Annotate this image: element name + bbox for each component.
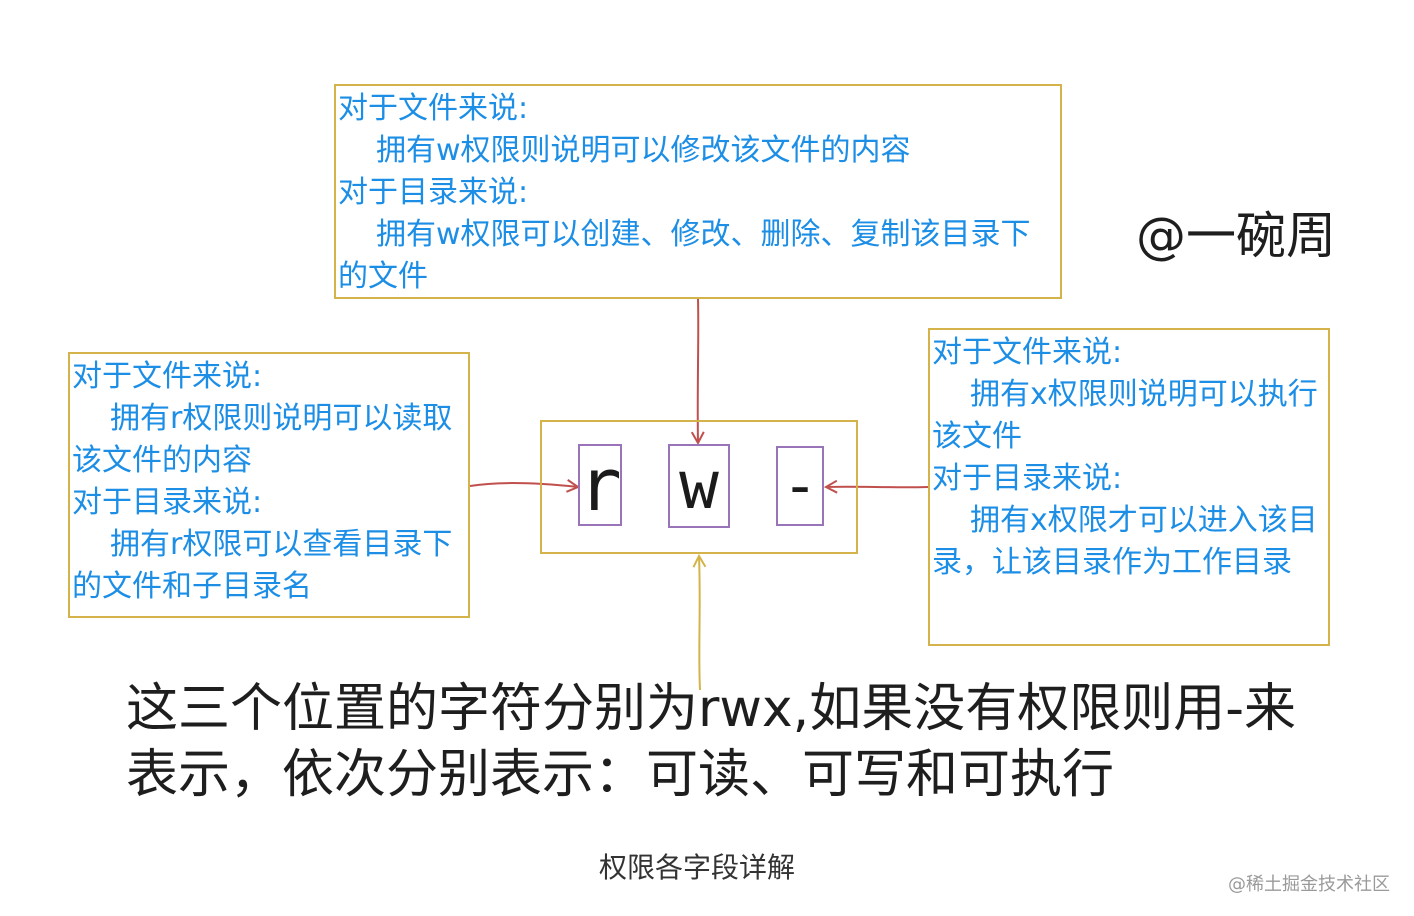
write-permission-note: 对于文件来说: 拥有w权限则说明可以修改该文件的内容 对于目录来说: 拥有w权限… [334,84,1062,299]
figure-caption: 权限各字段详解 [598,851,795,884]
write-dir-heading: 对于目录来说: [338,175,529,210]
permission-explanation-text: 这三个位置的字符分别为rwx,如果没有权限则用-来表示，依次分别表示：可读、可写… [126,679,1296,805]
arrow-caption-to-permissions [699,556,700,691]
author-label: @一碗周 [1136,207,1336,265]
execute-permission-note: 对于文件来说: 拥有x权限则说明可以执行该文件 对于目录来说: 拥有x权限才可以… [928,328,1330,646]
write-file-text: 拥有w权限则说明可以修改该文件的内容 [376,133,911,168]
execute-file-text: 拥有x权限则说明可以执行该文件 [932,377,1318,454]
watermark: @稀土掘金技术社区 [1228,874,1390,895]
write-dir-text: 拥有w权限可以创建、修改、删除、复制该目录下的文件 [338,217,1031,294]
write-file-heading: 对于文件来说: [338,91,529,126]
arrow-execute-note-to-dash [826,487,929,488]
execute-permission-cell: - [776,446,824,526]
read-dir-heading: 对于目录来说: [72,485,263,520]
arrow-write-note-to-w [698,297,699,443]
read-file-heading: 对于文件来说: [72,359,263,394]
read-file-text: 拥有r权限则说明可以读取该文件的内容 [72,401,453,478]
arrow-read-note-to-r [469,483,578,487]
read-permission-note: 对于文件来说: 拥有r权限则说明可以读取该文件的内容 对于目录来说: 拥有r权限… [68,352,470,618]
write-permission-cell: w [668,444,730,528]
read-permission-cell: r [578,443,622,527]
execute-dir-text: 拥有x权限才可以进入该目录，让该目录作为工作目录 [932,503,1318,580]
read-dir-text: 拥有r权限可以查看目录下的文件和子目录名 [72,527,453,604]
permission-field-box [540,420,858,554]
execute-dir-heading: 对于目录来说: [932,461,1123,496]
execute-file-heading: 对于文件来说: [932,335,1123,370]
